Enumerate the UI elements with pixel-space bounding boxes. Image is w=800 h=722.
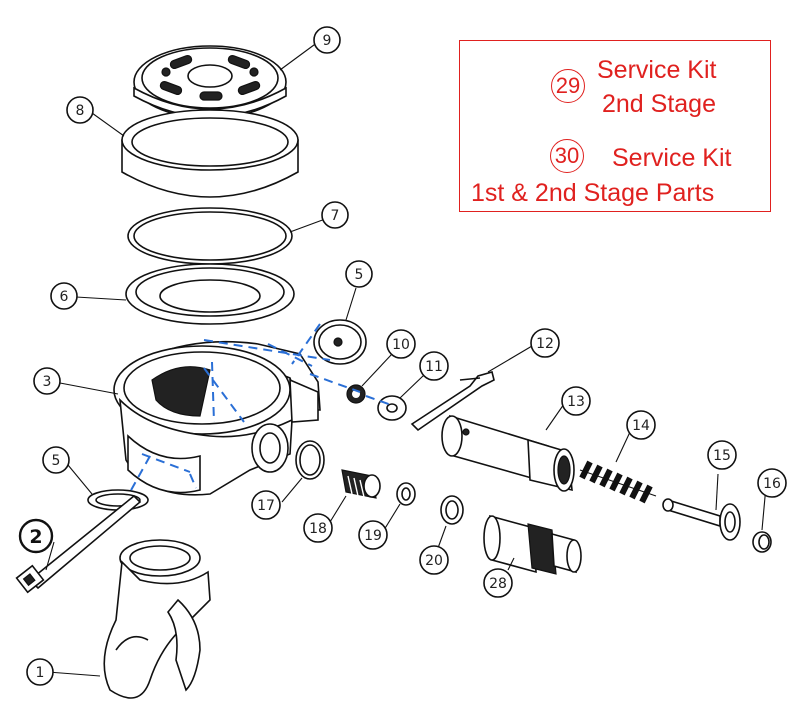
callout-16: 16 [757, 468, 787, 498]
callout-5-lower-label: 5 [52, 453, 61, 469]
kit-29-title: Service Kit [597, 56, 717, 84]
kit-29-badge: 29 [551, 69, 585, 103]
callout-5-lower: 5 [42, 446, 70, 474]
part-10-nut [346, 384, 366, 404]
callout-15-label: 15 [713, 448, 731, 464]
callout-19: 19 [358, 520, 388, 550]
part-1-exhaust [103, 539, 211, 699]
part-12-lever [410, 371, 495, 432]
callout-12-label: 12 [536, 336, 554, 352]
service-kit-legend: 29 Service Kit 2nd Stage 30 Service Kit … [459, 40, 771, 212]
part-6-diaphragm [125, 263, 295, 325]
part-17-oring [295, 440, 325, 480]
callout-14: 14 [626, 410, 656, 440]
callout-20: 20 [419, 545, 449, 575]
part-28-fitting [483, 514, 582, 575]
part-15-poppet [662, 498, 741, 541]
part-2-strap [15, 494, 142, 594]
callout-5-upper-label: 5 [355, 267, 364, 283]
callout-1-label: 1 [36, 665, 45, 681]
part-8-ring [121, 109, 299, 198]
part-9-cover [133, 45, 287, 119]
callout-16-label: 16 [763, 476, 781, 492]
callout-13-label: 13 [567, 394, 585, 410]
callout-2: 2 [18, 518, 54, 554]
callout-28-label: 28 [489, 576, 507, 592]
callout-12: 12 [530, 328, 560, 358]
part-5-disc-upper [313, 319, 367, 365]
part-18-insert [341, 469, 381, 499]
callout-7-label: 7 [331, 208, 340, 224]
callout-13: 13 [561, 386, 591, 416]
assembly-guide-lines [129, 323, 395, 493]
kit-30-title: Service Kit [612, 144, 732, 172]
callout-8-label: 8 [76, 103, 85, 119]
callout-5-upper: 5 [345, 260, 373, 288]
callout-11-label: 11 [425, 359, 443, 375]
callout-17-label: 17 [257, 498, 275, 514]
part-20-oring [440, 495, 464, 525]
kit-30-badge: 30 [550, 139, 584, 173]
callout-17: 17 [251, 490, 281, 520]
callout-11: 11 [419, 351, 449, 381]
kit-30-subtitle: 1st & 2nd Stage Parts [471, 179, 715, 207]
callout-9: 9 [313, 26, 341, 54]
callout-19-label: 19 [364, 528, 382, 544]
part-19-washer [396, 482, 416, 506]
part-14-spring [579, 460, 657, 504]
callout-20-label: 20 [425, 553, 443, 569]
callout-6-label: 6 [60, 289, 69, 305]
part-16-cap [752, 531, 772, 553]
callout-28: 28 [483, 568, 513, 598]
callout-1: 1 [26, 658, 54, 686]
callout-10: 10 [386, 329, 416, 359]
part-13-cylinder [441, 414, 575, 492]
leader-lines [45, 41, 767, 677]
kit-29-subtitle: 2nd Stage [602, 90, 716, 118]
callout-6: 6 [50, 282, 78, 310]
part-11-washer [377, 395, 407, 421]
callout-8: 8 [66, 96, 94, 124]
callout-10-label: 10 [392, 337, 410, 353]
callout-3: 3 [33, 367, 61, 395]
callout-3-label: 3 [43, 374, 52, 390]
part-3-housing [113, 340, 321, 496]
part-7-oring [127, 207, 293, 265]
callout-18: 18 [303, 513, 333, 543]
callout-18-label: 18 [309, 521, 327, 537]
callout-14-label: 14 [632, 418, 650, 434]
callout-7: 7 [321, 201, 349, 229]
callout-9-label: 9 [323, 33, 332, 49]
callout-2-label: 2 [29, 526, 42, 548]
callout-15: 15 [707, 440, 737, 470]
